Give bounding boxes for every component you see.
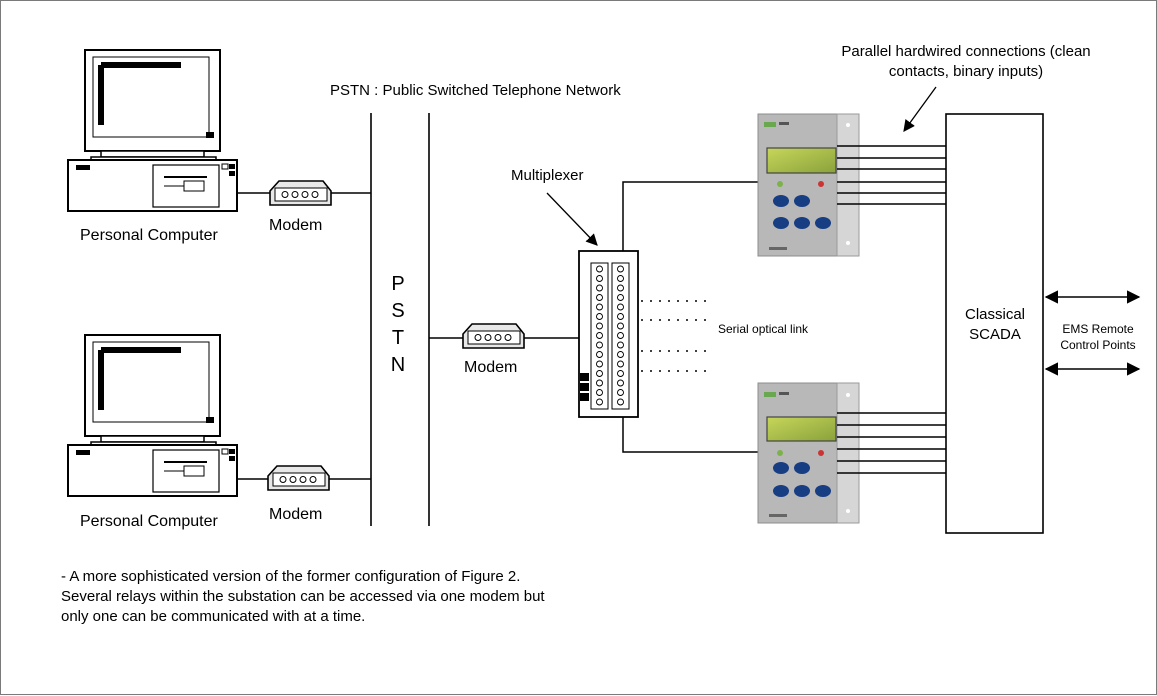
protection-relay-icon bbox=[757, 382, 860, 524]
figure-caption: - A more sophisticated version of the fo… bbox=[61, 568, 545, 625]
multiplexer-port bbox=[617, 265, 624, 273]
personal-computer-label: Personal Computer bbox=[80, 227, 218, 244]
classical-scada-box bbox=[945, 113, 1044, 534]
multiplexer-port bbox=[596, 351, 603, 358]
serial-optical-link-label: Serial optical link bbox=[718, 322, 809, 336]
mux-relay-link bbox=[622, 417, 758, 453]
parallel-connections-label: Parallel hardwired connections (clean co… bbox=[841, 43, 1091, 80]
multiplexer-port bbox=[617, 303, 624, 311]
multiplexer-port bbox=[617, 398, 624, 406]
multiplexer-port bbox=[596, 332, 603, 339]
multiplexer-port bbox=[617, 351, 624, 358]
multiplexer-port bbox=[596, 303, 603, 311]
multiplexer-port bbox=[596, 360, 603, 368]
multiplexer-port bbox=[617, 360, 624, 368]
multiplexer-port bbox=[617, 322, 624, 330]
ems-remote-label: EMS Remote Control Points bbox=[1060, 322, 1136, 352]
multiplexer-port bbox=[617, 313, 624, 320]
multiplexer-icon bbox=[578, 250, 639, 418]
multiplexer-port bbox=[596, 284, 603, 292]
multiplexer-port bbox=[617, 341, 624, 349]
pstn-title: PSTN : Public Switched Telephone Network bbox=[330, 82, 621, 99]
pstn-letter: P bbox=[391, 273, 405, 295]
multiplexer-port bbox=[617, 284, 624, 292]
parallel-connections-pointer-arrow bbox=[903, 86, 937, 132]
multiplexer-label: Multiplexer bbox=[511, 167, 584, 184]
multiplexer-port bbox=[596, 389, 603, 396]
classical-scada-label: Classical SCADA bbox=[964, 306, 1025, 343]
multiplexer-port bbox=[617, 275, 624, 282]
modem-icon bbox=[269, 180, 332, 206]
multiplexer-port bbox=[596, 398, 603, 406]
modem-label: Modem bbox=[269, 217, 323, 234]
mux-relay-link bbox=[622, 181, 758, 251]
multiplexer-port bbox=[617, 379, 624, 387]
modem-label: Modem bbox=[269, 506, 323, 523]
multiplexer-port bbox=[596, 322, 603, 330]
protection-relay-icon bbox=[757, 113, 860, 257]
personal-computer-icon bbox=[67, 49, 238, 212]
pstn-letter: N bbox=[390, 354, 406, 376]
pstn-letter: T bbox=[391, 327, 405, 349]
personal-computer-label: Personal Computer bbox=[80, 513, 218, 530]
multiplexer-port bbox=[617, 370, 624, 377]
multiplexer-port bbox=[617, 389, 624, 396]
multiplexer-pointer-arrow bbox=[546, 192, 598, 246]
multiplexer-port bbox=[596, 275, 603, 282]
parallel-hardwired-lines bbox=[837, 145, 946, 205]
serial-optical-link-lines bbox=[641, 300, 709, 372]
personal-computer-icon bbox=[67, 334, 238, 497]
multiplexer-port bbox=[596, 379, 603, 387]
modem-icon bbox=[462, 323, 525, 349]
multiplexer-port bbox=[617, 332, 624, 339]
multiplexer-port bbox=[596, 370, 603, 377]
parallel-hardwired-lines bbox=[837, 412, 946, 474]
pstn-letter: S bbox=[391, 300, 405, 322]
multiplexer-port bbox=[596, 341, 603, 349]
modem-icon bbox=[267, 465, 330, 491]
multiplexer-port bbox=[596, 294, 603, 301]
modem-label: Modem bbox=[464, 359, 518, 376]
multiplexer-port bbox=[596, 313, 603, 320]
multiplexer-port bbox=[617, 294, 624, 301]
multiplexer-port bbox=[596, 265, 603, 273]
